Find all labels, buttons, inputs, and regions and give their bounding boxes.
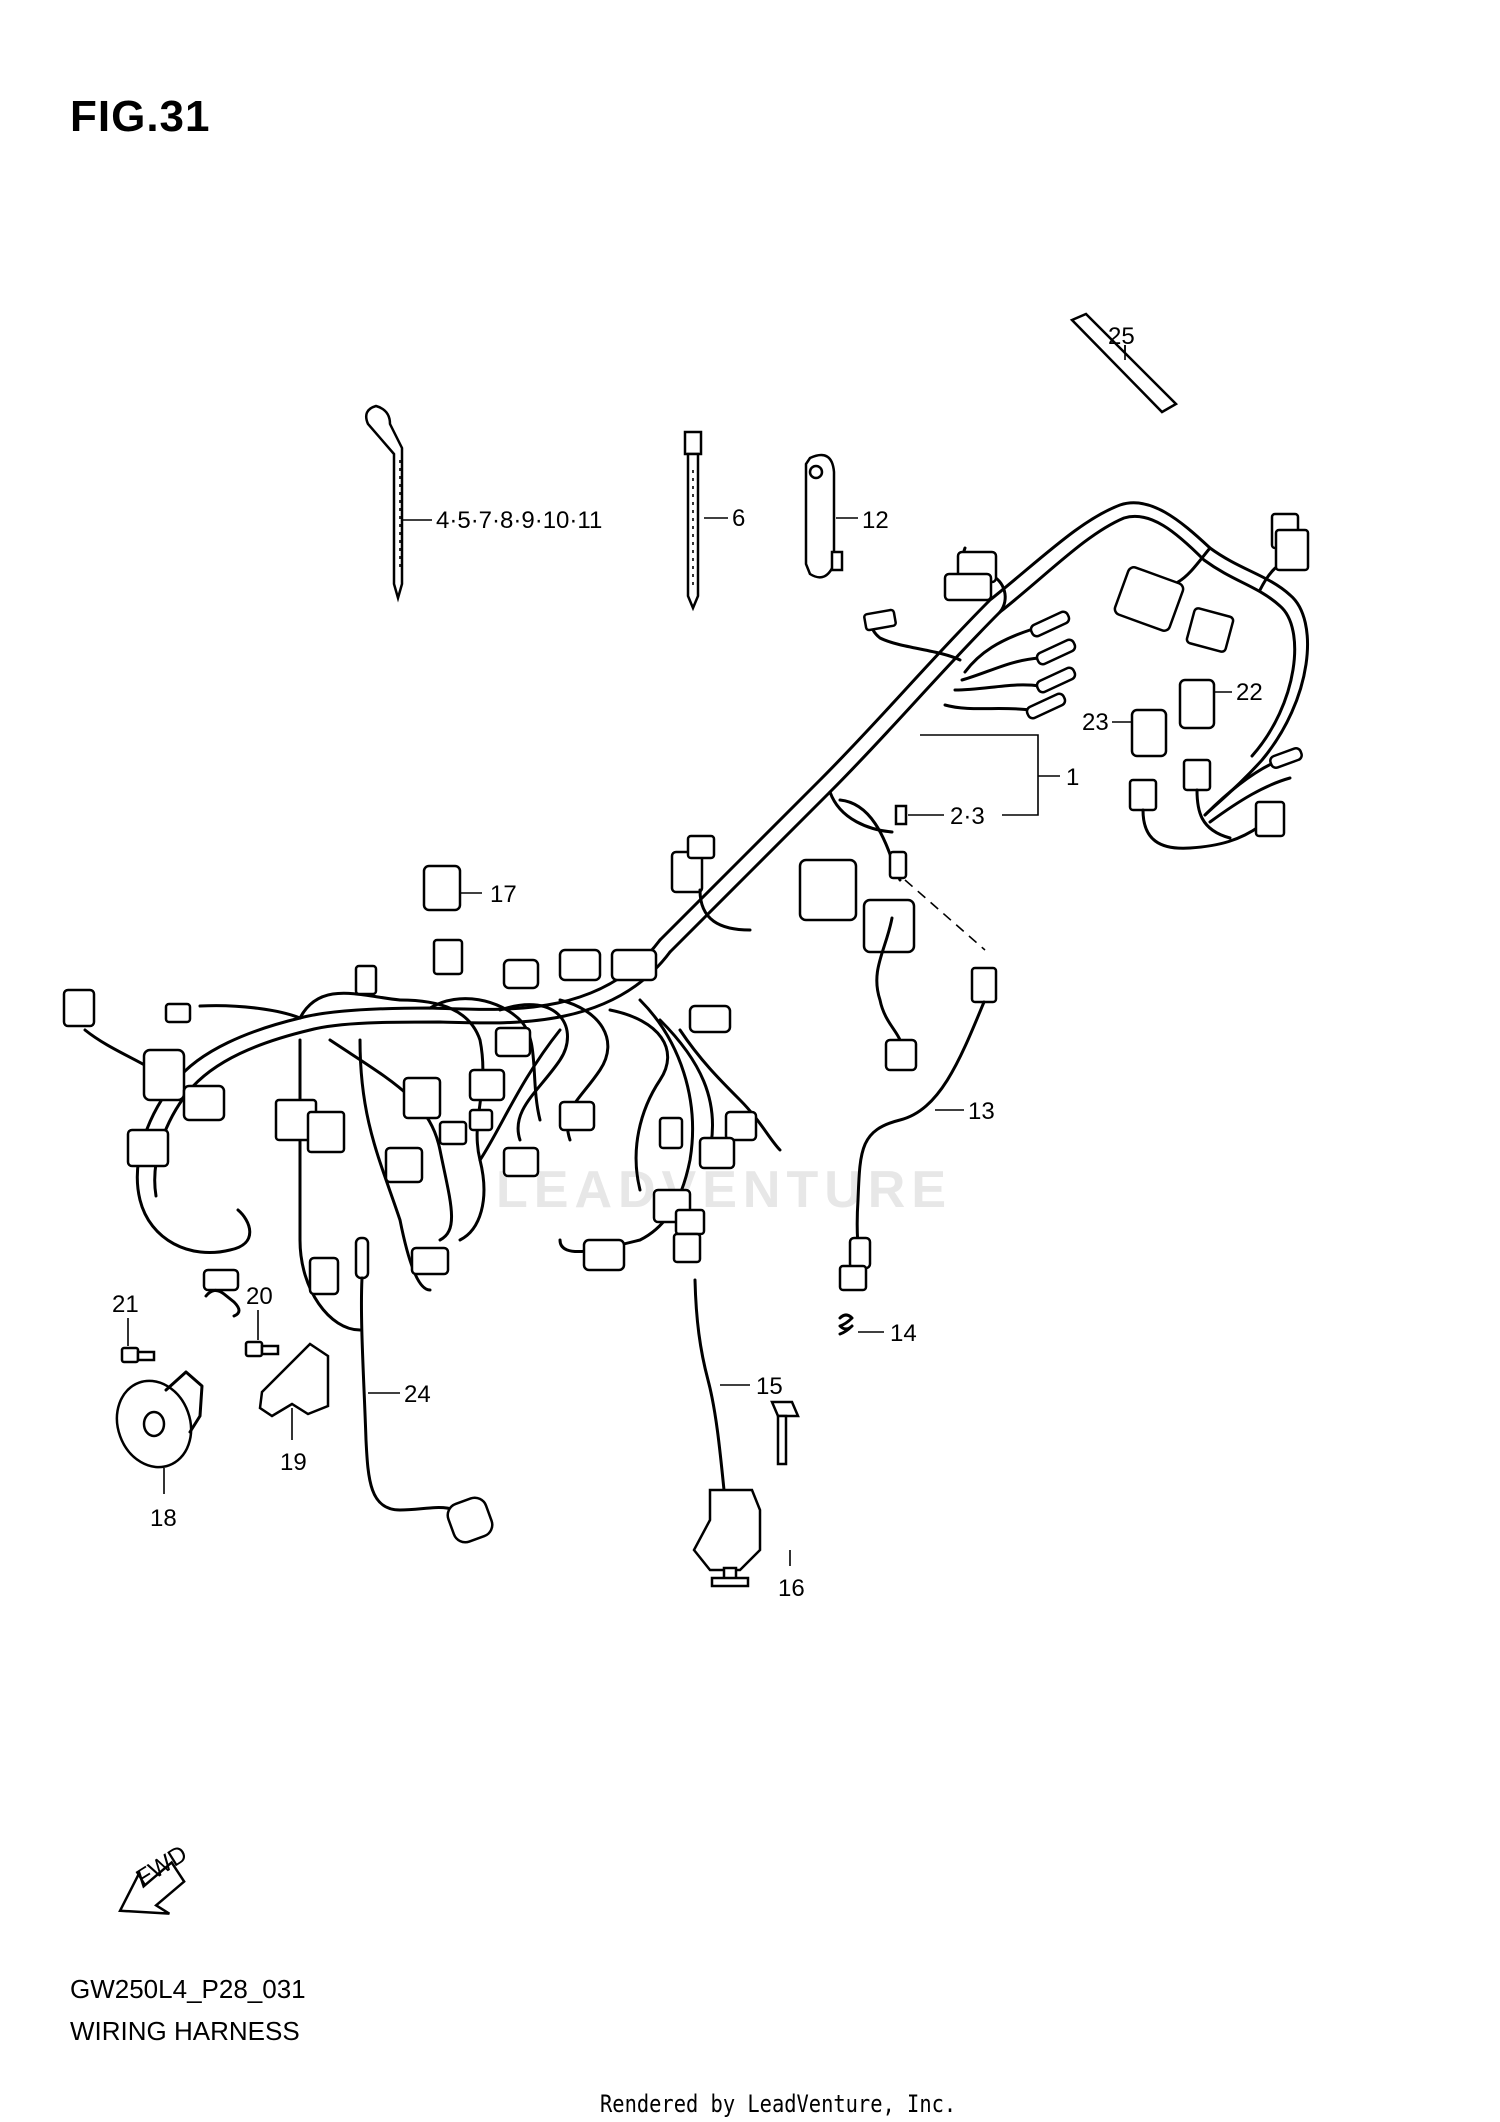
fwd-arrow-icon bbox=[118, 1860, 186, 1915]
part-16-bolt bbox=[770, 1400, 800, 1566]
part-13-cable bbox=[838, 916, 986, 1292]
connectors-left-network bbox=[62, 938, 758, 1296]
callout-4-11: 4·5·7·8·9·10·11 bbox=[436, 507, 602, 534]
rendered-by-footer: Rendered by LeadVenture, Inc. bbox=[600, 2090, 957, 2118]
part-19-bracket bbox=[258, 1342, 330, 1440]
part-22-relay bbox=[1178, 678, 1232, 730]
callout-21: 21 bbox=[112, 1291, 139, 1318]
callout-23: 23 bbox=[1082, 709, 1109, 736]
harness-left-branches bbox=[83, 991, 782, 1332]
part-25-bar bbox=[1069, 312, 1179, 414]
callout-12: 12 bbox=[862, 507, 889, 534]
figure-title: FIG.31 bbox=[70, 92, 211, 141]
callout-1-bracket bbox=[920, 734, 1060, 816]
callout-15: 15 bbox=[756, 1373, 783, 1400]
connector-top-right bbox=[863, 512, 1310, 653]
part-6-cable-tie bbox=[683, 430, 728, 612]
callout-22: 22 bbox=[1236, 679, 1263, 706]
callout-1: 1 bbox=[1066, 764, 1079, 791]
figure-caption: WIRING HARNESS bbox=[70, 2016, 300, 2046]
connector-middle bbox=[670, 834, 998, 1004]
part-15-sensor bbox=[692, 1278, 762, 1588]
callout-24: 24 bbox=[404, 1381, 431, 1408]
connector-right-lower bbox=[1128, 747, 1303, 850]
part-17-relay bbox=[422, 864, 482, 912]
part-23-relay bbox=[1112, 708, 1168, 758]
part-24-cable bbox=[354, 1236, 494, 1544]
clamp-near-horn bbox=[204, 1289, 241, 1318]
callout-16: 16 bbox=[778, 1575, 805, 1602]
callout-25: 25 bbox=[1108, 323, 1135, 350]
callout-18: 18 bbox=[150, 1505, 177, 1532]
part-2-3-fuse bbox=[894, 804, 944, 826]
callout-19: 19 bbox=[280, 1449, 307, 1476]
part-21-bolt bbox=[120, 1318, 156, 1364]
part-14-spring bbox=[838, 1313, 884, 1336]
wire-sleeves bbox=[1025, 610, 1077, 720]
part-12-clamp bbox=[804, 453, 858, 579]
callout-20: 20 bbox=[246, 1283, 273, 1310]
figure-code: GW250L4_P28_031 bbox=[70, 1974, 306, 2004]
part-18-horn bbox=[115, 1370, 204, 1494]
callout-14: 14 bbox=[890, 1320, 917, 1347]
callout-17: 17 bbox=[490, 881, 517, 908]
watermark-text: LEADVENTURE bbox=[496, 1161, 953, 1219]
main-wiring-harness bbox=[298, 501, 1310, 1032]
callout-2-3: 2·3 bbox=[950, 803, 985, 830]
callout-13: 13 bbox=[968, 1098, 995, 1125]
part-20-bolt bbox=[244, 1310, 280, 1358]
callout-6: 6 bbox=[732, 505, 745, 532]
part-cable-tie-long bbox=[365, 404, 404, 603]
